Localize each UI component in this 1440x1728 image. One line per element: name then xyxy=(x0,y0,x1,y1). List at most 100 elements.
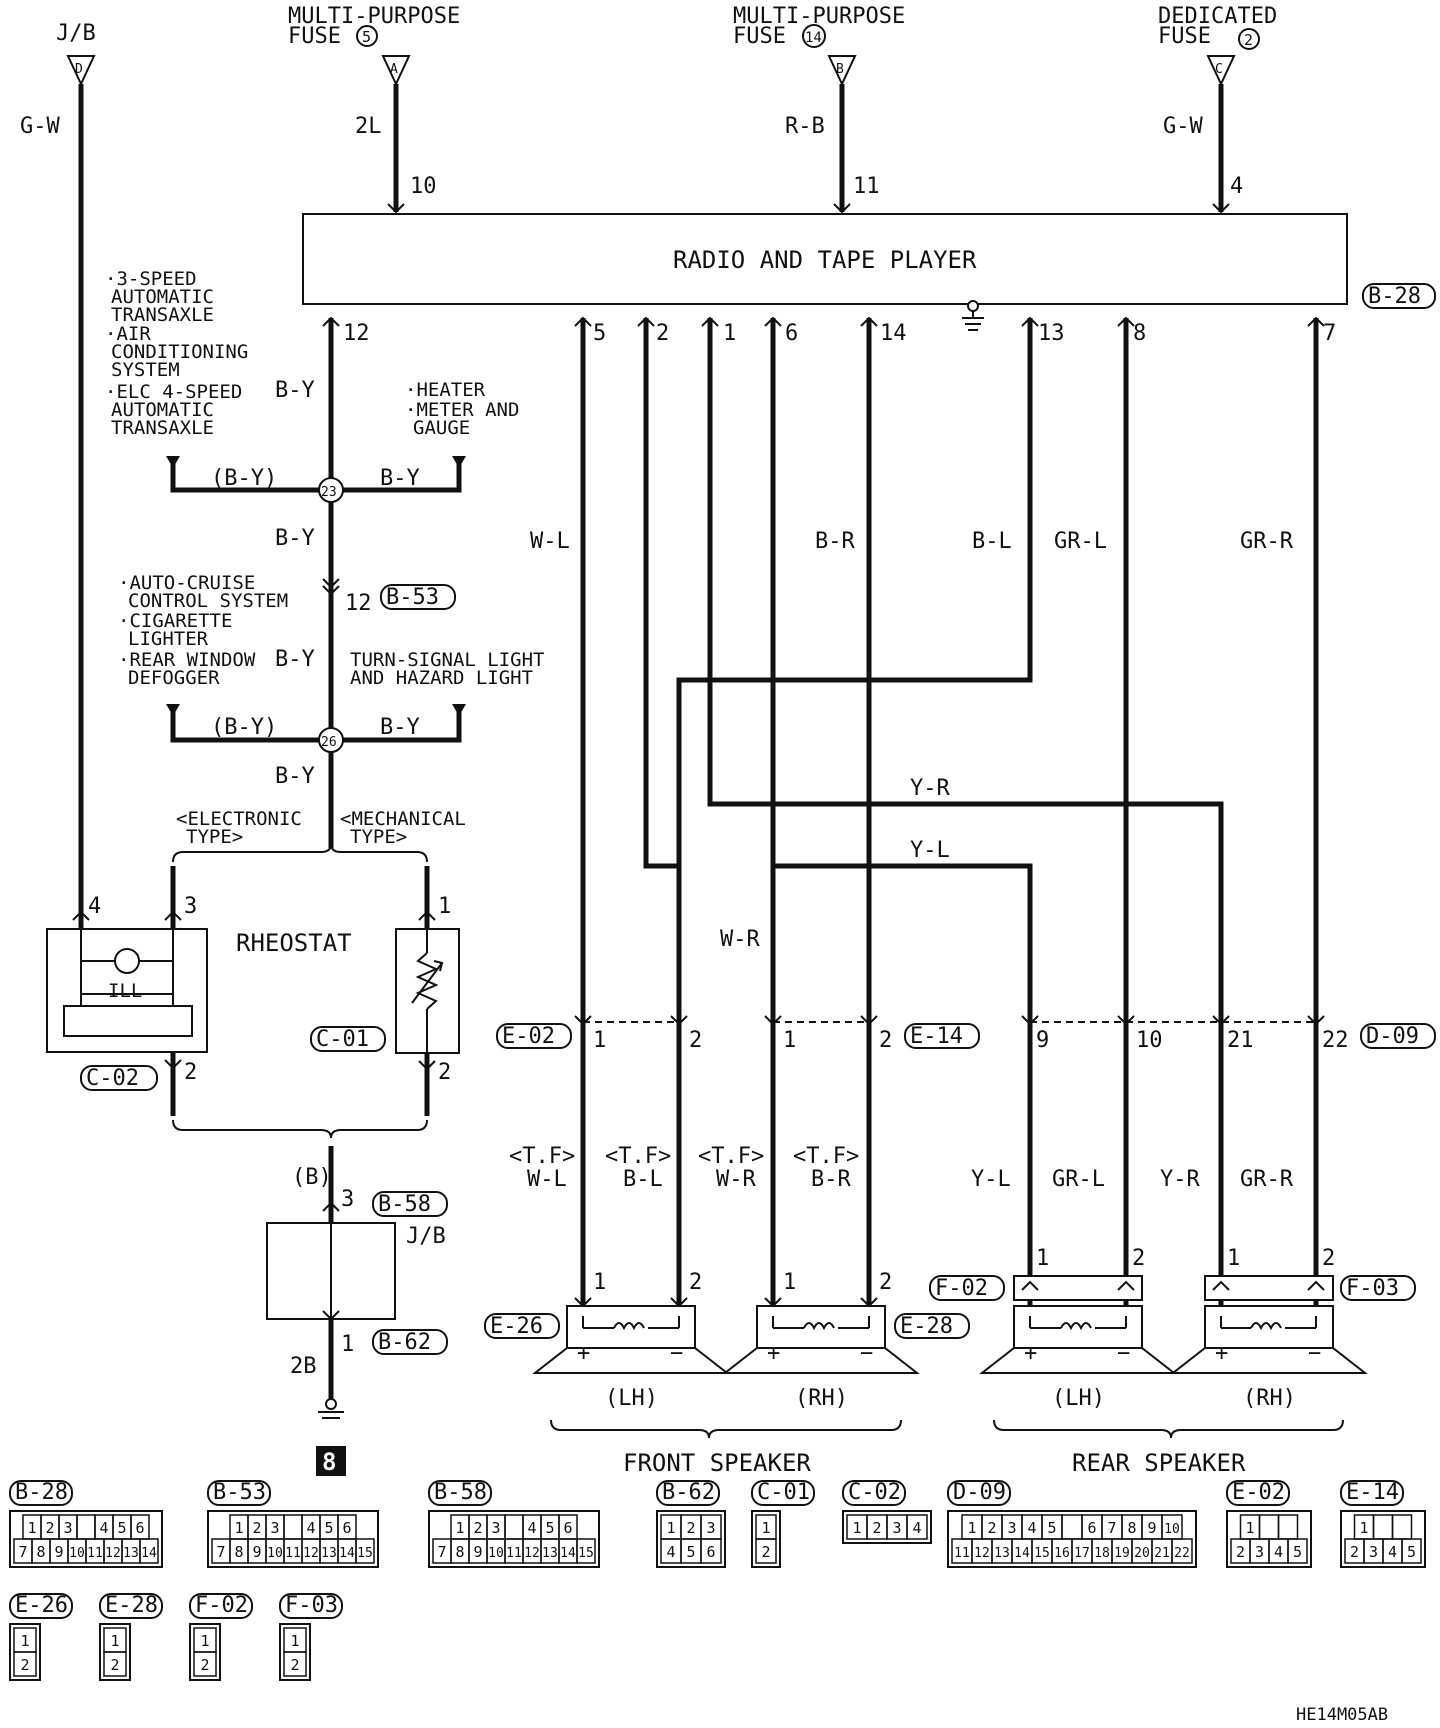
connector-pin: 15 xyxy=(1034,1546,1050,1561)
e26-connector: E-26 xyxy=(490,1314,543,1339)
connector-pin: 1 xyxy=(967,1519,976,1537)
radio-label: RADIO AND TAPE PLAYER xyxy=(673,246,977,274)
connector-view-label: D-09 xyxy=(953,1480,1006,1505)
mechanical-type-2: TYPE> xyxy=(350,826,407,848)
rr-pin-2: 2 xyxy=(1322,1246,1335,1271)
connector-pin: 6 xyxy=(563,1519,572,1537)
connector-view-label: C-02 xyxy=(848,1480,901,1505)
radio-pin-2: 2 xyxy=(656,321,669,346)
fuse5-label: MULTI-PURPOSE xyxy=(288,4,460,29)
spk-wire-grr: GR-R xyxy=(1240,1167,1294,1192)
connector-pin: 12 xyxy=(524,1546,540,1561)
speaker-wires: W-L B-R B-L GR-L GR-R Y-R Y-L W-R E-02 E… xyxy=(496,316,1436,1306)
connector-pin: 2 xyxy=(761,1543,770,1561)
connector-pin: 2 xyxy=(252,1519,261,1537)
connector-pin: 6 xyxy=(135,1519,144,1537)
radio-pin-14: 14 xyxy=(880,321,907,346)
note-l1-2: TRANSAXLE xyxy=(111,304,214,326)
rl-pin-1: 1 xyxy=(1036,1246,1049,1271)
connector-view-label: E-02 xyxy=(1232,1480,1285,1505)
radio-pin-6: 6 xyxy=(785,321,798,346)
connector-pin: 7 xyxy=(18,1543,27,1561)
connector-pin: 2 xyxy=(1350,1543,1359,1561)
connector-pin: 4 xyxy=(99,1519,108,1537)
connector-pin: 13 xyxy=(994,1546,1010,1561)
b58-connector: B-58 xyxy=(378,1192,431,1217)
spk-wire-grl: GR-L xyxy=(1052,1167,1105,1192)
front-speaker-label: FRONT SPEAKER xyxy=(623,1449,811,1477)
wire-grl: GR-L xyxy=(1054,529,1107,554)
connector-tag-b62: B-62 xyxy=(372,1329,448,1355)
rheo-mech-pin-2: 2 xyxy=(438,1060,451,1085)
connector-pin: 3 xyxy=(63,1519,72,1537)
fr-minus: − xyxy=(860,1341,873,1366)
note-l1-4: CONDITIONING xyxy=(111,341,248,363)
connector-pin: 2 xyxy=(45,1519,54,1537)
fl-pin-1: 1 xyxy=(593,1270,606,1295)
b62-connector: B-62 xyxy=(378,1330,431,1355)
rr-minus: − xyxy=(1308,1341,1321,1366)
fuse5-pin: 10 xyxy=(410,174,437,199)
note-l2-1: CONTROL SYSTEM xyxy=(128,590,288,612)
rheostat-label: RHEOSTAT xyxy=(236,929,352,957)
junction-23: 23 xyxy=(321,485,337,500)
connector-pin: 1 xyxy=(761,1519,770,1537)
connector-pin: 9 xyxy=(1147,1519,1156,1537)
source-dedicated-fuse-2: DEDICATED FUSE 2 C G-W 4 xyxy=(1158,4,1277,199)
connector-pin: 12 xyxy=(974,1546,990,1561)
notes-left-1: ·3-SPEED AUTOMATIC TRANSAXLE ·AIR CONDIT… xyxy=(105,268,248,439)
notes-right-2: TURN-SIGNAL LIGHT AND HAZARD LIGHT xyxy=(350,649,544,689)
rr-pin-1: 1 xyxy=(1227,1246,1240,1271)
fr-pin-1: 1 xyxy=(783,1270,796,1295)
wire-grr: GR-R xyxy=(1240,529,1294,554)
int-pin-1a: 1 xyxy=(593,1028,606,1053)
b53-pin-12: 12 xyxy=(345,591,372,616)
connector-view-label: B-28 xyxy=(15,1480,68,1505)
e14-connector: E-14 xyxy=(910,1024,963,1049)
ground-pin-3: 3 xyxy=(341,1187,354,1212)
connector-pin: 5 xyxy=(324,1519,333,1537)
source-jb: J/B D G-W xyxy=(20,21,96,139)
wire-yl: Y-L xyxy=(910,838,950,863)
connector-pin: 14 xyxy=(560,1546,576,1561)
connector-pin: 1 xyxy=(27,1519,36,1537)
connector-pin: 14 xyxy=(339,1546,355,1561)
note-l2-3: LIGHTER xyxy=(128,628,209,650)
illumination-circuit: 23 26 B-Y (B-Y) B-Y B-Y 12 B-53 B-Y (B-Y… xyxy=(105,268,544,863)
radio-pin-12: 12 xyxy=(343,321,370,346)
connector-pin: 10 xyxy=(488,1546,504,1561)
supply-wires xyxy=(387,84,1230,214)
wire-wl: W-L xyxy=(530,529,570,554)
int-pin-1b: 1 xyxy=(783,1028,796,1053)
connector-view-label: F-02 xyxy=(195,1593,248,1618)
rl-lh: (LH) xyxy=(1052,1386,1105,1411)
note-l1-0: ·3-SPEED xyxy=(105,268,197,290)
rheo-elec-pin-2: 2 xyxy=(184,1060,197,1085)
fl-lh: (LH) xyxy=(605,1386,658,1411)
fr-rh: (RH) xyxy=(795,1386,848,1411)
note-l2-5: DEFOGGER xyxy=(128,667,220,689)
connector-pin: 7 xyxy=(437,1543,446,1561)
connector-pin: 1 xyxy=(20,1632,29,1650)
connector-pin: 8 xyxy=(36,1543,45,1561)
rl-pin-2: 2 xyxy=(1132,1246,1145,1271)
connector-pin: 9 xyxy=(54,1543,63,1561)
spk-wire-bl: B-L xyxy=(623,1167,663,1192)
connector-pin: 11 xyxy=(285,1546,301,1561)
wire-by-2: B-Y xyxy=(380,466,420,491)
connector-pin: 1 xyxy=(455,1519,464,1537)
tf-4: <T.F> xyxy=(793,1144,859,1169)
connector-pin: 3 xyxy=(892,1519,901,1537)
connector-pin: 14 xyxy=(1014,1546,1030,1561)
ground-pin-1: 1 xyxy=(341,1332,354,1357)
note-l2-2: ·CIGARETTE xyxy=(118,610,232,632)
fuse14-pin: 11 xyxy=(853,174,880,199)
rl-plus: + xyxy=(1024,1341,1037,1366)
int-pin-9: 9 xyxy=(1036,1028,1049,1053)
int-pin-2b: 2 xyxy=(879,1028,892,1053)
ground-point-8: 8 xyxy=(322,1448,336,1476)
